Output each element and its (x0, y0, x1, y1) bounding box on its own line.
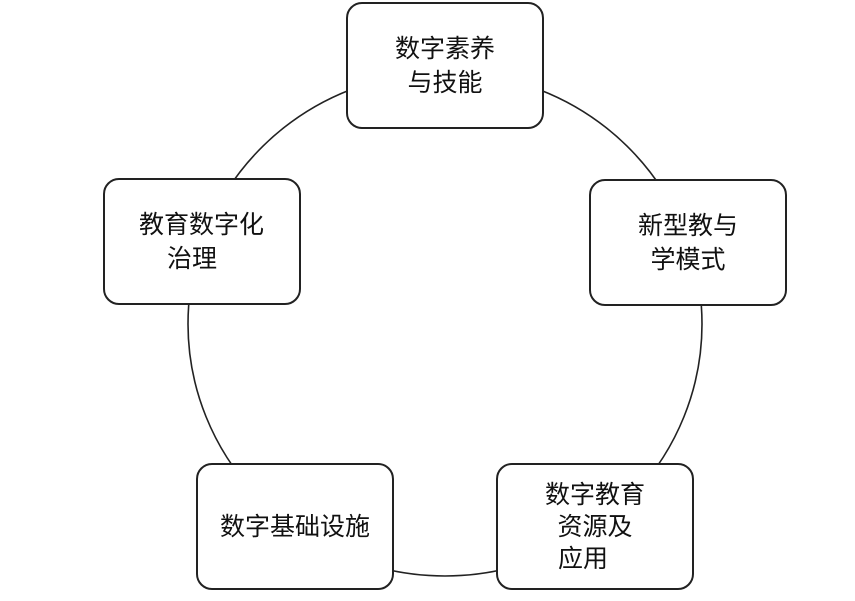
node-digital-education-resources: 数字教育 资源及 应用 (496, 463, 694, 590)
node-label-line: 学模式 (650, 244, 726, 274)
node-label-line: 数字素养 (394, 33, 495, 63)
node-education-digital-governance: 教育数字化 治理 (103, 178, 301, 305)
node-label-line: 新型教与 (637, 210, 738, 240)
node-label-line: 应用 (558, 543, 609, 573)
node-label-line: 数字基础设施 (219, 511, 370, 541)
node-digital-literacy-skills: 数字素养 与技能 (346, 2, 544, 129)
node-label-line: 资源及 (557, 511, 633, 541)
node-label-line: 与技能 (407, 67, 483, 97)
node-label-line: 教育数字化 (139, 209, 265, 239)
node-label-line: 治理 (167, 243, 218, 273)
node-new-teaching-learning-model: 新型教与 学模式 (589, 179, 787, 306)
node-digital-infrastructure: 数字基础设施 (196, 463, 394, 590)
node-label-line: 数字教育 (544, 479, 645, 509)
